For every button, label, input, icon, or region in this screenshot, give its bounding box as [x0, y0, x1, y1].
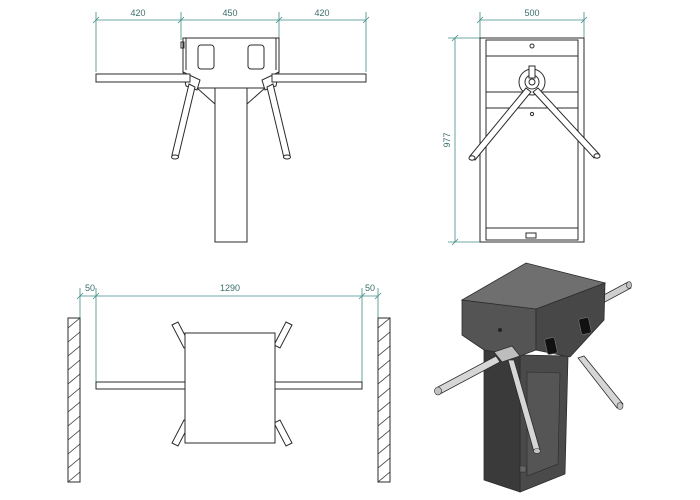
iso-hub [493, 345, 521, 363]
iso-head-front [461, 299, 537, 357]
front-arms [95, 73, 367, 160]
dim-side-width: 500 [524, 8, 539, 18]
right-wall [377, 317, 391, 483]
iso-arm-lower-right [577, 355, 624, 409]
dim-front-right: 420 [314, 8, 329, 18]
iso-right-window [578, 317, 592, 335]
side-arms [468, 65, 601, 161]
dim-front-left: 420 [130, 8, 145, 18]
side-view: 500 977 [442, 8, 601, 246]
dim-plan-right-gap: 50 [365, 283, 375, 293]
front-dimension-line: 420 450 420 [92, 8, 370, 72]
left-wall [67, 317, 81, 483]
front-post [214, 87, 248, 243]
dim-plan-span: 1290 [220, 283, 240, 293]
plan-dimension-line: 50 1290 50 [76, 283, 382, 382]
front-head-box [180, 37, 280, 91]
side-dimension-lines: 500 977 [442, 8, 588, 246]
front-right-window [247, 44, 265, 70]
plan-view: 50 1290 50 [67, 283, 391, 483]
iso-view [434, 262, 632, 493]
iso-left-window [544, 337, 558, 355]
front-view: 420 450 420 [92, 8, 370, 243]
dim-plan-left-gap: 50 [85, 283, 95, 293]
plan-head-box [184, 332, 276, 444]
dim-side-height: 977 [442, 132, 452, 147]
iso-head-top [460, 262, 607, 310]
front-left-window [197, 44, 215, 70]
dim-front-center: 450 [222, 8, 237, 18]
